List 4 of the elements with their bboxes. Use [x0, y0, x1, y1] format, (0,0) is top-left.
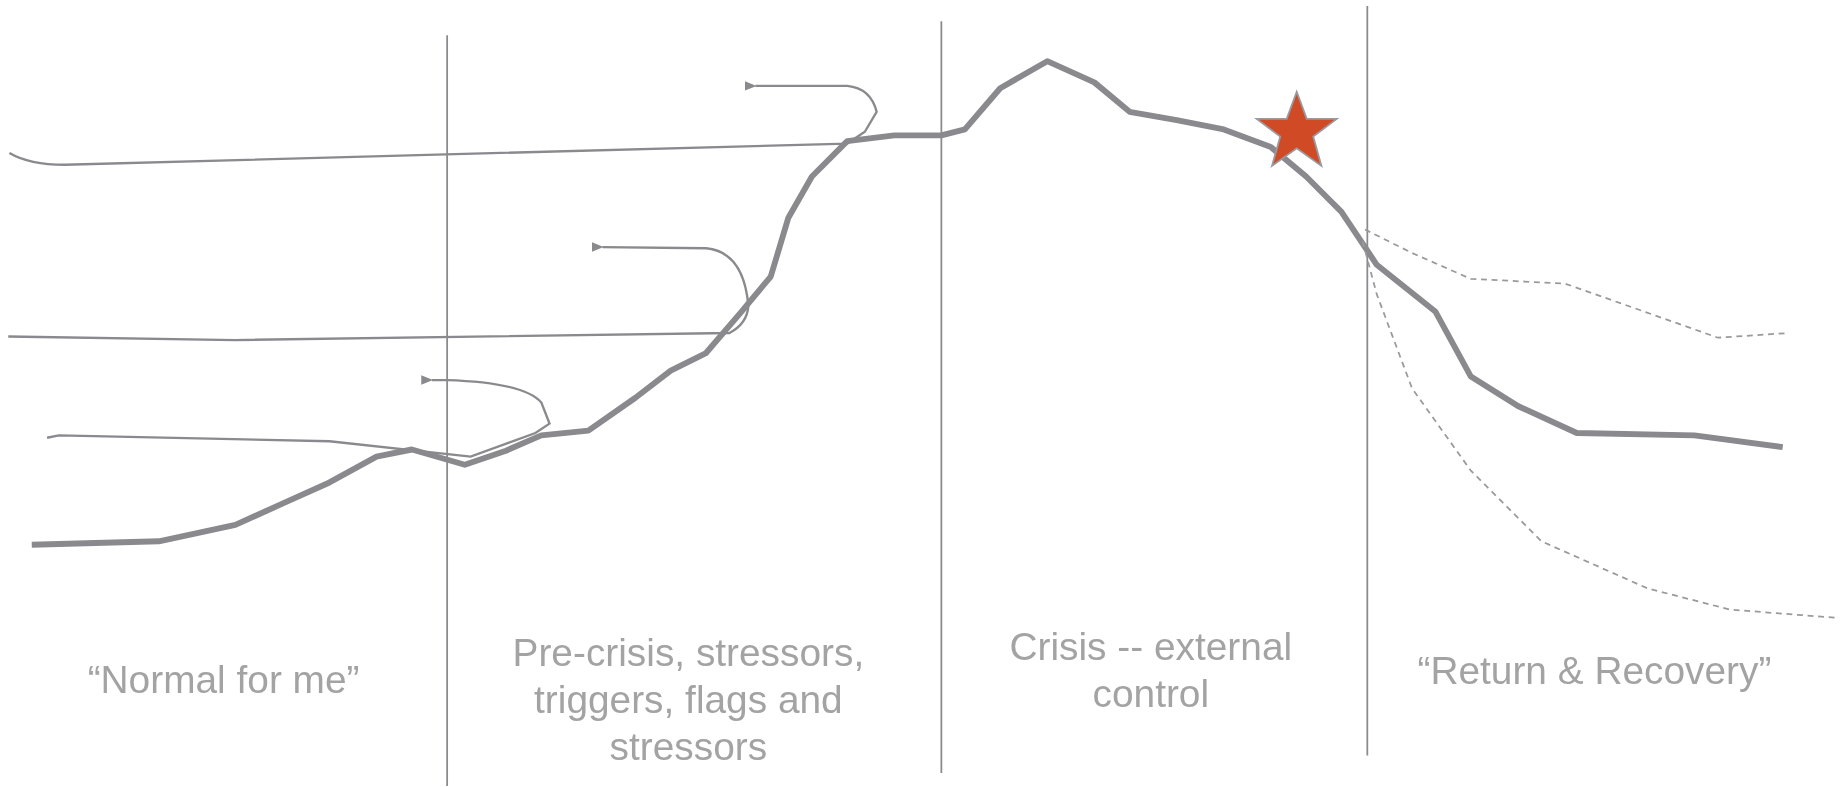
- phase-label: Crisis -- external control: [1008, 623, 1294, 718]
- phase-label: “Normal for me”: [86, 656, 361, 704]
- phase-label: “Return & Recovery”: [1416, 647, 1773, 694]
- phase-label: Pre-crisis, stressors, triggers, flags and stressors: [511, 629, 866, 771]
